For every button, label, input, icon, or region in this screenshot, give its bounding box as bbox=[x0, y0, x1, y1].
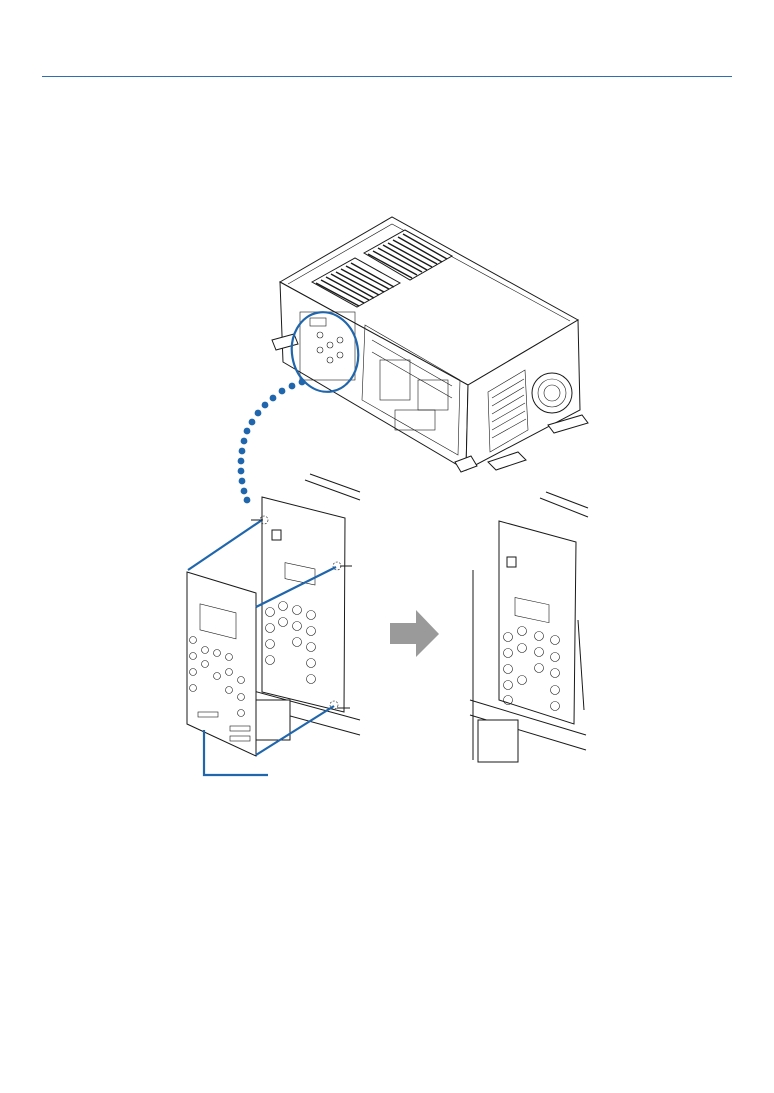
dotted-connector bbox=[238, 379, 306, 504]
projector-illustration bbox=[272, 217, 588, 472]
control-panel-illustration bbox=[470, 492, 588, 762]
right-arrow-icon bbox=[390, 610, 439, 657]
control-panel-cover-removal-illustration bbox=[187, 474, 360, 775]
